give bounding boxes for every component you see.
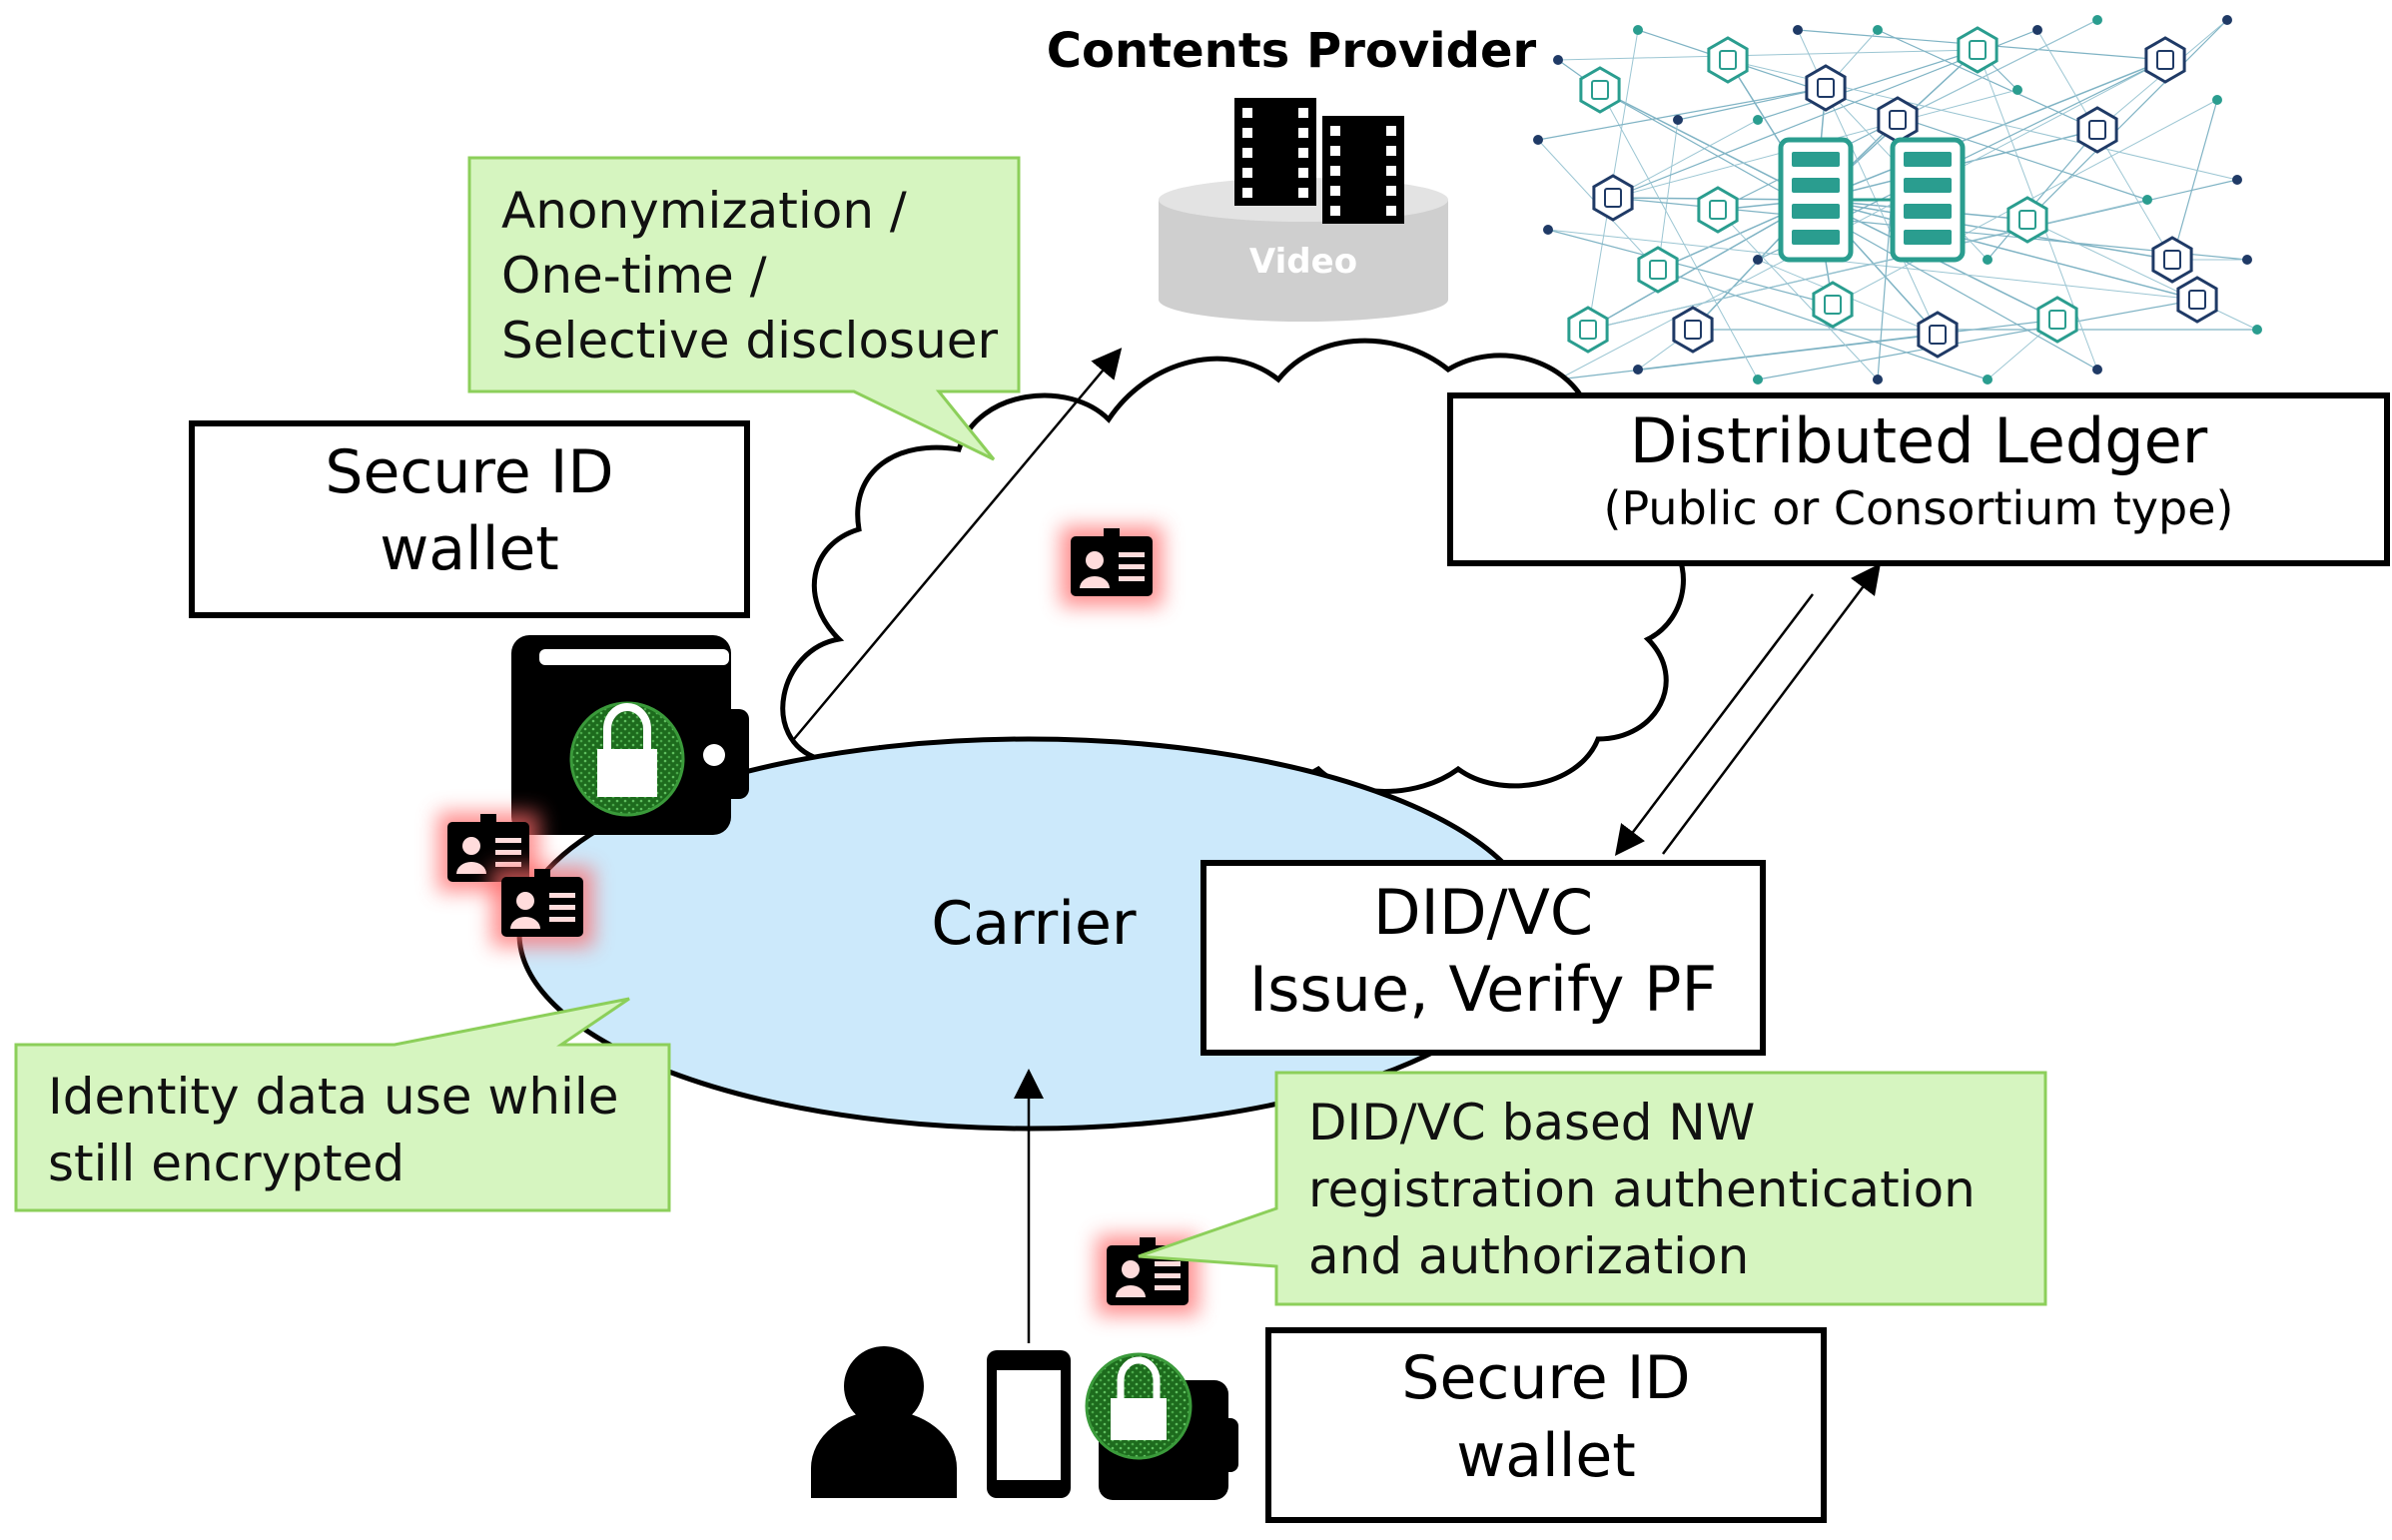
smartphone-icon xyxy=(987,1350,1071,1498)
network-node-icon xyxy=(1957,26,1998,74)
network-node-icon xyxy=(1543,225,1553,235)
film-strip-icon xyxy=(1234,98,1404,224)
network-node-icon xyxy=(2092,365,2102,375)
callout-anonymization-line-3: Selective disclosuer xyxy=(501,312,999,370)
network-node-icon xyxy=(1533,135,1543,145)
network-node-icon xyxy=(1983,255,1993,265)
ledger-subtitle: (Public or Consortium type) xyxy=(1604,481,2234,535)
network-node-icon xyxy=(1983,375,1993,385)
arrow-didvc-to-ledger xyxy=(1661,562,1881,855)
secure-id-wallet-box-bottom: Secure ID wallet xyxy=(1265,1327,1827,1523)
network-node-icon xyxy=(2151,236,2193,284)
network-node-icon xyxy=(2232,175,2242,185)
lock-icon-bottom xyxy=(1085,1352,1193,1460)
wallet-icon xyxy=(511,635,749,835)
network-node-icon xyxy=(1567,306,1609,354)
network-node-icon xyxy=(2012,85,2022,95)
network-node-icon xyxy=(1753,115,1763,125)
wallet-bottom-line-2: wallet xyxy=(1456,1421,1636,1491)
person-icon xyxy=(811,1346,957,1498)
network-node-icon xyxy=(2076,106,2118,154)
network-node-icon xyxy=(2032,25,2042,35)
network-node-icon xyxy=(2092,15,2102,25)
callout-anonymization-line-1: Anonymization / xyxy=(501,182,907,240)
network-node-icon xyxy=(2222,15,2232,25)
network-node-icon xyxy=(1873,375,1883,385)
server-icon xyxy=(1778,137,1854,263)
id-card-icon xyxy=(437,812,539,892)
callout-didvc-auth: DID/VC based NW registration authenticat… xyxy=(1138,1071,2047,1306)
network-node-icon xyxy=(1805,64,1847,112)
network-node-icon xyxy=(1753,255,1763,265)
network-node-icon xyxy=(1633,365,1643,375)
callout-identity-line-2: still encrypted xyxy=(48,1135,404,1192)
network-node-icon xyxy=(1673,115,1683,125)
callout-anonymization: Anonymization / One-time / Selective dis… xyxy=(467,156,1021,461)
id-card-icon xyxy=(1061,526,1163,606)
callout-anonymization-line-2: One-time / xyxy=(501,247,767,305)
wallet-icon-bottom xyxy=(1085,1352,1238,1500)
network-node-icon xyxy=(2036,296,2078,344)
id-card-group xyxy=(437,526,1198,1315)
network-node-icon xyxy=(1707,36,1749,84)
callout-identity-line-1: Identity data use while xyxy=(48,1068,619,1126)
server-icon xyxy=(1890,137,1966,263)
id-card-icon xyxy=(491,867,593,947)
id-card-icon xyxy=(1097,1235,1198,1315)
network-node-icon xyxy=(1633,25,1643,35)
carrier-label: Carrier xyxy=(931,889,1137,959)
network-node-icon xyxy=(1553,55,1563,65)
network-node-icon xyxy=(1917,311,1959,359)
blockchain-network-illustration xyxy=(1533,15,2262,385)
wallet-top-line-2: wallet xyxy=(380,514,559,584)
secure-id-wallet-box-top: Secure ID wallet xyxy=(189,420,750,618)
ledger-title: Distributed Ledger xyxy=(1630,404,2208,477)
network-node-icon xyxy=(1793,25,1803,35)
wallet-bottom-line-1: Secure ID xyxy=(1401,1343,1690,1413)
network-node-icon xyxy=(1697,186,1739,234)
network-node-icon xyxy=(1877,96,1919,144)
network-node-icon xyxy=(1637,246,1679,294)
distributed-ledger-box: Distributed Ledger (Public or Consortium… xyxy=(1447,392,2390,566)
didvc-line-1: DID/VC xyxy=(1373,876,1593,949)
network-node-icon xyxy=(1579,66,1621,114)
arrow-to-provider xyxy=(793,348,1123,740)
db-label: Video xyxy=(1249,242,1357,282)
network-node-icon xyxy=(2006,196,2048,244)
didvc-platform-box: DID/VC Issue, Verify PF xyxy=(1200,860,1766,1056)
network-node-icon xyxy=(1592,174,1634,222)
callout-identity: Identity data use while still encrypted xyxy=(14,997,671,1212)
network-node-icon xyxy=(1753,375,1763,385)
network-node-icon xyxy=(2144,36,2186,84)
arrow-ledger-to-didvc xyxy=(1614,593,1814,856)
network-node-icon xyxy=(2252,325,2262,335)
lock-icon xyxy=(569,701,685,817)
network-node-icon xyxy=(1873,25,1883,35)
network-node-icon xyxy=(2142,195,2152,205)
callout-didvc-line-2: registration authentication xyxy=(1308,1160,1976,1218)
network-node-icon xyxy=(2212,95,2222,105)
callout-didvc-line-3: and authorization xyxy=(1308,1227,1749,1285)
callout-didvc-line-1: DID/VC based NW xyxy=(1308,1094,1755,1152)
network-node-icon xyxy=(2242,255,2252,265)
didvc-line-2: Issue, Verify PF xyxy=(1249,953,1717,1026)
network-node-icon xyxy=(1812,281,1854,329)
network-node-icon xyxy=(2176,276,2218,324)
provider-title: Contents Provider xyxy=(1047,23,1537,79)
network-node-icon xyxy=(1672,306,1714,354)
wallet-top-line-1: Secure ID xyxy=(325,437,613,507)
